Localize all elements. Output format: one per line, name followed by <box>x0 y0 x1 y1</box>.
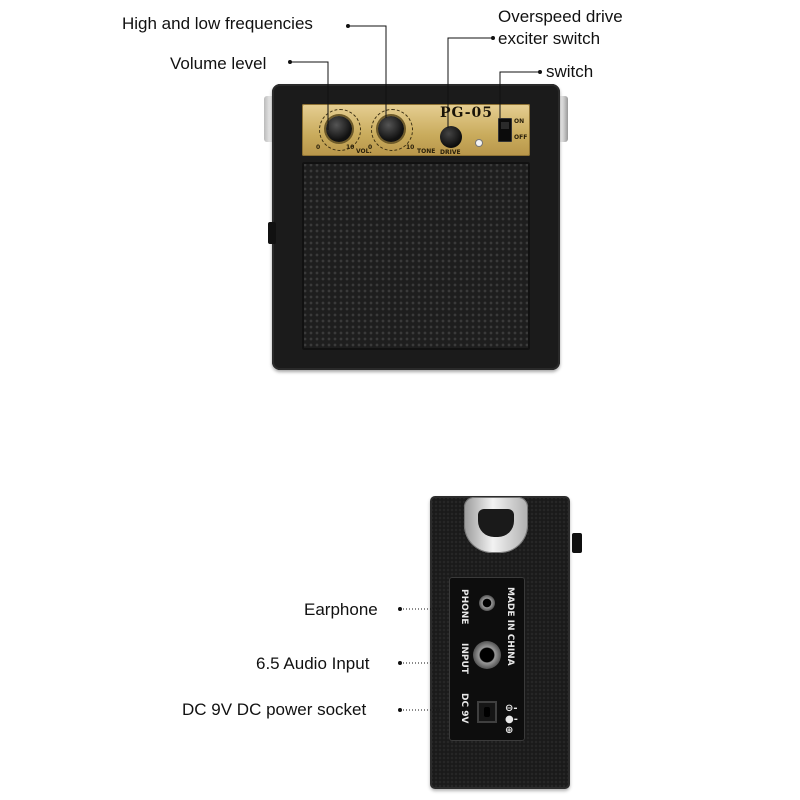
speaker-grille <box>302 162 530 350</box>
drive-panel-label: DRIVE <box>440 149 461 156</box>
made-in-label: MADE IN CHINA <box>505 587 515 666</box>
input-panel-label: INPUT <box>459 643 469 674</box>
tone-scale-min: 0 <box>368 144 373 151</box>
tone-knob[interactable] <box>378 116 404 142</box>
phone-panel-label: PHONE <box>459 589 469 625</box>
tone-panel-label: TONE <box>417 148 436 155</box>
dc-power-socket[interactable] <box>477 701 497 723</box>
control-panel: 0 10 VOL. 0 10 TONE PG-05 DRIVE ON OFF <box>302 104 530 156</box>
label-drive-line1: Overspeed drive <box>498 7 623 26</box>
side-control-knob <box>572 533 582 553</box>
polarity-icon: ⊖-●-⊕ <box>505 703 518 736</box>
drive-button[interactable] <box>440 126 462 148</box>
label-dc-power: DC 9V DC power socket <box>182 700 367 719</box>
tone-scale <box>371 109 413 151</box>
volume-scale-min: 0 <box>316 144 321 151</box>
model-name: PG-05 <box>440 105 494 121</box>
volume-scale-max: 10 <box>346 144 355 151</box>
top-handle <box>464 497 528 553</box>
switch-on-label: ON <box>514 118 525 125</box>
amp-front-view: 0 10 VOL. 0 10 TONE PG-05 DRIVE ON OFF <box>272 84 560 370</box>
label-audio-input: 6.5 Audio Input <box>256 654 370 673</box>
label-frequencies: High and low frequencies <box>122 14 313 33</box>
volume-knob[interactable] <box>326 116 352 142</box>
volume-scale <box>319 109 361 151</box>
power-led <box>476 140 482 146</box>
label-drive-line2: exciter switch <box>498 29 601 48</box>
label-switch: switch <box>546 62 594 81</box>
audio-input-jack[interactable] <box>473 641 501 669</box>
power-switch[interactable] <box>498 118 512 142</box>
dc-panel-label: DC 9V <box>459 693 469 724</box>
tone-scale-max: 10 <box>406 144 415 151</box>
volume-panel-label: VOL. <box>356 148 372 155</box>
earphone-jack[interactable] <box>479 595 495 611</box>
label-earphone: Earphone <box>304 600 378 619</box>
jack-panel: PHONE MADE IN CHINA INPUT DC 9V ⊖-●-⊕ <box>449 577 525 741</box>
switch-off-label: OFF <box>514 134 528 141</box>
side-jack-front <box>268 222 276 244</box>
label-volume: Volume level <box>170 54 267 73</box>
